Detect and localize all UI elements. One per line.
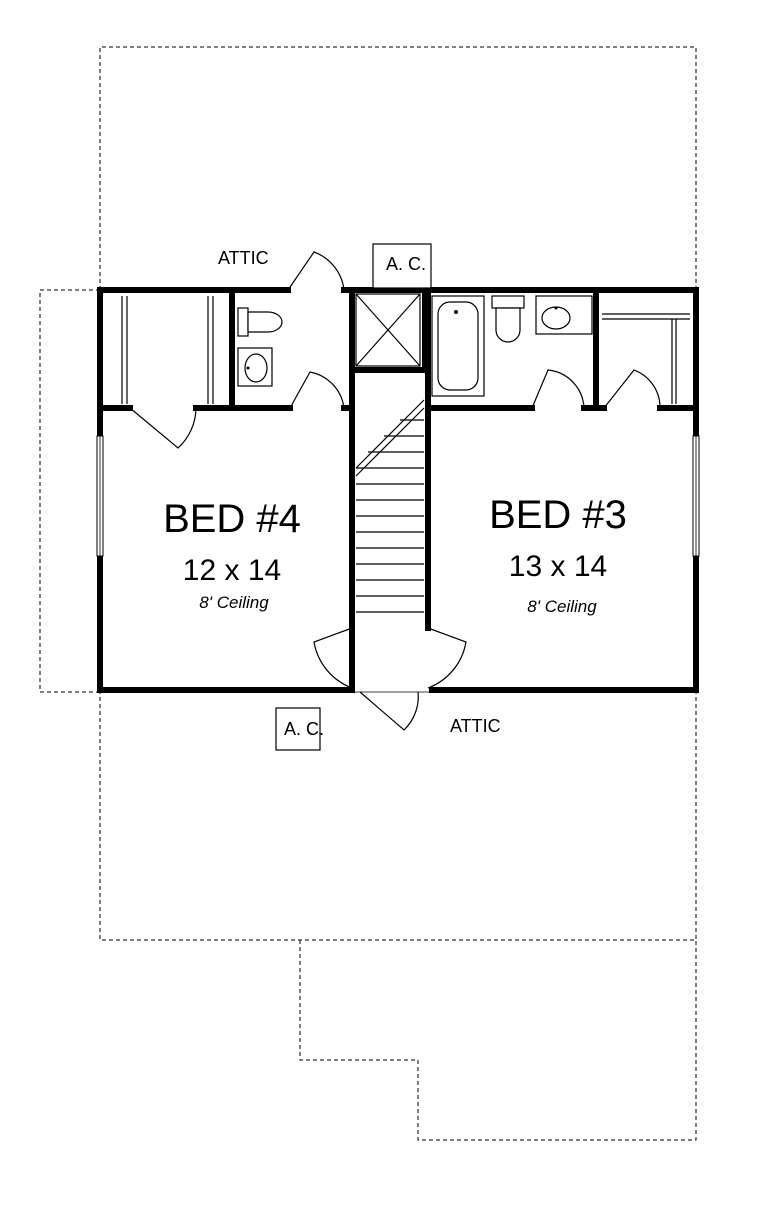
bath-fixtures (237, 295, 593, 397)
doors (129, 251, 661, 731)
room-ceiling-bed4: 8' Ceiling (199, 593, 269, 612)
ac-label-bottom: A. C. (284, 719, 324, 739)
roof-outline (39, 46, 697, 1141)
closet-shelves (121, 296, 690, 404)
chase-box (355, 293, 421, 367)
windows (96, 435, 700, 557)
ac-label-top: A. C. (386, 254, 426, 274)
room-size-bed4: 12 x 14 (183, 554, 281, 587)
ac-box-top (372, 243, 432, 289)
room-name-bed3: BED #3 (489, 493, 627, 537)
ac-units (275, 243, 432, 751)
room-ceiling-bed3: 8' Ceiling (527, 597, 597, 616)
room-name-bed4: BED #4 (163, 497, 301, 541)
interior-walls (97, 287, 699, 693)
room-size-bed3: 13 x 14 (509, 550, 607, 583)
stairs (355, 399, 425, 613)
attic-label-bottom: ATTIC (450, 716, 501, 736)
ac-box-bottom (275, 707, 321, 751)
attic-label-top: ATTIC (218, 248, 269, 268)
